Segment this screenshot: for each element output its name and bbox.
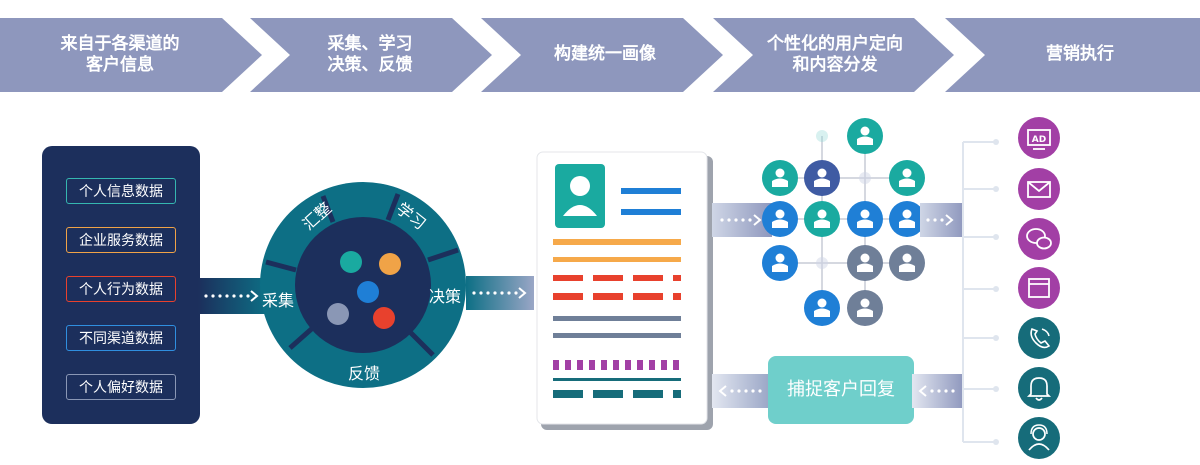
dot-gray <box>327 303 349 325</box>
capture-reply-box: 捕捉客户回复 <box>768 356 914 424</box>
chevron-step-5 <box>945 18 1200 92</box>
arrow-to-cycle <box>198 278 268 314</box>
person-icon <box>804 160 840 196</box>
person-icon <box>847 118 883 154</box>
person-icon <box>847 245 883 281</box>
svg-text:AD: AD <box>1032 135 1046 145</box>
source-personal-info: 个人信息数据 <box>66 178 176 204</box>
step-2-label: 采集、学习 决策、反馈 <box>327 34 413 75</box>
user-network <box>762 118 925 326</box>
dot-blue <box>357 281 379 303</box>
step-3-label: 构建统一画像 <box>554 44 656 64</box>
bell-icon <box>1018 367 1060 409</box>
chevron-step-2 <box>250 18 492 92</box>
chevron-step-4 <box>713 18 954 92</box>
profile-card <box>536 151 713 430</box>
service-agent-icon <box>1018 417 1060 459</box>
cycle-ring <box>260 182 466 388</box>
ad-icon: AD <box>1018 117 1060 159</box>
channel-icons: AD <box>962 117 1060 459</box>
dot-orange <box>379 253 401 275</box>
person-icon <box>762 245 798 281</box>
person-icon <box>762 160 798 196</box>
person-icon <box>762 201 798 237</box>
dot-teal <box>340 251 362 273</box>
person-icon <box>847 201 883 237</box>
window-icon <box>1018 267 1060 309</box>
person-icon <box>804 201 840 237</box>
data-source-panel <box>42 146 200 424</box>
dot-red <box>373 307 395 329</box>
phone-icon <box>1018 317 1060 359</box>
person-ghost-icon <box>859 172 871 184</box>
step-5-label: 营销执行 <box>1046 44 1114 64</box>
source-channels: 不同渠道数据 <box>66 325 176 351</box>
arrow-to-network <box>712 203 772 237</box>
person-icon <box>889 201 925 237</box>
person-icon <box>804 290 840 326</box>
step-1-label: 来自于各渠道的 客户信息 <box>60 34 180 75</box>
arrow-to-profile <box>466 276 534 310</box>
step-4-label: 个性化的用户定向 和内容分发 <box>767 34 903 75</box>
person-icon <box>889 245 925 281</box>
person-icon <box>847 290 883 326</box>
cycle-label-feedback: 反馈 <box>348 364 381 383</box>
source-enterprise-service: 企业服务数据 <box>66 227 176 253</box>
cycle-label-decide: 决策 <box>429 287 462 306</box>
source-preferences: 个人偏好数据 <box>66 374 176 400</box>
person-ghost-icon <box>816 257 828 269</box>
person-ghost-icon <box>816 130 828 142</box>
cycle-label-collect: 采集 <box>262 291 295 310</box>
arrow-channels-to-reply <box>912 374 964 408</box>
chevron-step-3 <box>481 18 723 92</box>
arrow-reply-to-profile <box>712 374 770 408</box>
mail-icon <box>1018 168 1060 210</box>
chat-icon <box>1018 218 1060 260</box>
arrow-to-channels <box>920 203 964 237</box>
process-chevrons <box>0 18 1200 92</box>
person-icon <box>889 160 925 196</box>
source-personal-behavior: 个人行为数据 <box>66 276 176 302</box>
chevron-step-1 <box>0 18 262 92</box>
